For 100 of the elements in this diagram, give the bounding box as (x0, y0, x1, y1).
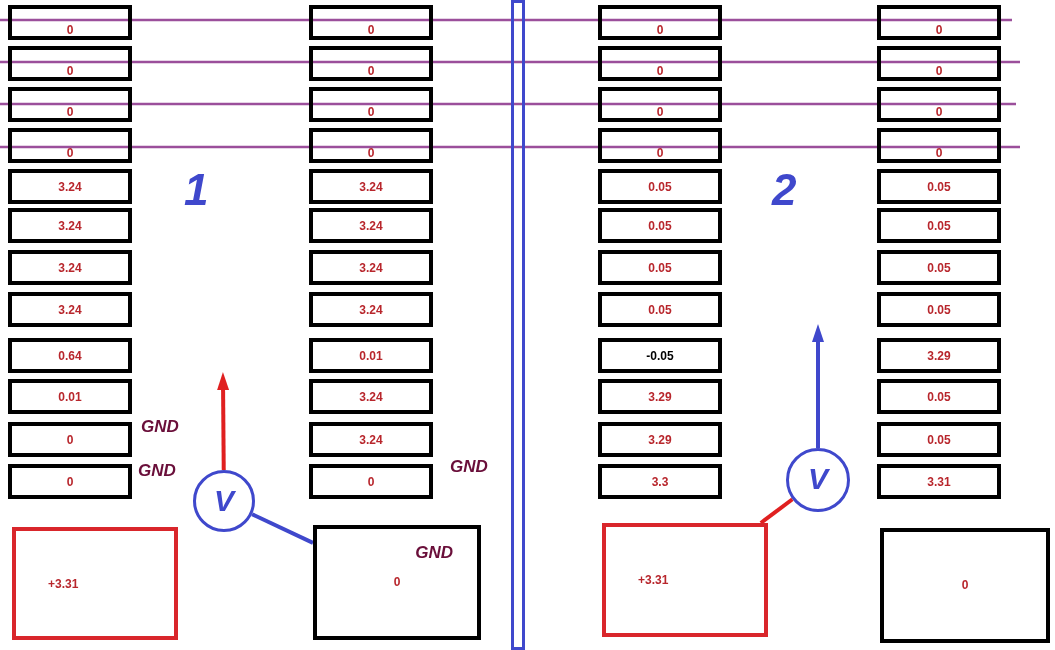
ground-label: GND (415, 543, 453, 563)
voltage-value: 3.24 (57, 303, 83, 317)
voltage-value: 0 (366, 105, 376, 119)
pin-box (8, 422, 132, 457)
pin-box (598, 338, 722, 373)
voltage-value: 3.31 (926, 475, 952, 489)
terminal-box (12, 527, 178, 640)
pin-box (309, 338, 433, 373)
pin-box (598, 46, 722, 81)
voltmeter-symbol: V (213, 484, 237, 518)
voltage-value: 3.24 (358, 433, 384, 447)
pin-box (309, 379, 433, 414)
pin-box (309, 128, 433, 163)
voltage-value: 3.24 (57, 180, 83, 194)
arrow (812, 324, 824, 448)
pin-box (598, 464, 722, 499)
voltmeter-symbol: V (807, 462, 831, 496)
pin-box (8, 46, 132, 81)
voltage-value: 0.05 (647, 180, 673, 194)
terminal-box (880, 528, 1050, 643)
voltage-value: +3.31 (638, 573, 669, 587)
pin-box (8, 169, 132, 204)
ground-label: GND (141, 417, 179, 437)
pin-box (309, 46, 433, 81)
voltage-value: 0 (960, 578, 970, 592)
voltage-value: 0.05 (926, 390, 952, 404)
voltage-value: 0.01 (57, 390, 83, 404)
voltage-value: 0 (392, 575, 402, 589)
pin-box (8, 292, 132, 327)
arrow (217, 372, 230, 470)
voltage-value: 0.05 (926, 261, 952, 275)
divider-bar (511, 0, 525, 650)
terminal-box (602, 523, 768, 637)
pin-box (8, 464, 132, 499)
pin-box (8, 87, 132, 122)
voltage-value: -0.05 (645, 349, 675, 363)
voltage-value: 3.29 (647, 390, 673, 404)
voltage-value: 0 (655, 64, 665, 78)
pin-box (877, 422, 1001, 457)
pin-box (8, 250, 132, 285)
pin-box (877, 5, 1001, 40)
voltage-value: 0 (65, 475, 75, 489)
voltage-value: 0.05 (647, 261, 673, 275)
voltmeter-circle (193, 470, 255, 532)
voltage-value: 0 (934, 146, 944, 160)
pin-box (309, 5, 433, 40)
voltage-value: 3.29 (647, 433, 673, 447)
voltage-value: 0 (65, 64, 75, 78)
voltage-value: +3.31 (48, 577, 79, 591)
pin-box (877, 169, 1001, 204)
probe-wire (759, 497, 794, 525)
voltage-value: 0 (65, 146, 75, 160)
pin-box (598, 250, 722, 285)
pin-box (877, 379, 1001, 414)
pin-box (598, 87, 722, 122)
voltage-value: 3.24 (358, 180, 384, 194)
terminal-box (313, 525, 481, 640)
voltmeter-circle (786, 448, 850, 512)
pin-box (877, 87, 1001, 122)
voltage-value: 0.05 (926, 219, 952, 233)
voltage-value: 0.05 (926, 180, 952, 194)
pin-box (8, 379, 132, 414)
panel-number: 2 (772, 165, 797, 215)
voltage-value: 0.05 (647, 303, 673, 317)
voltage-value: 0 (934, 64, 944, 78)
pin-box (598, 292, 722, 327)
voltage-value: 0 (65, 105, 75, 119)
voltage-value: 0.05 (926, 303, 952, 317)
pin-box (598, 208, 722, 243)
voltage-value: 0 (655, 23, 665, 37)
pin-box (877, 46, 1001, 81)
pin-box (8, 5, 132, 40)
voltage-value: 0.01 (358, 349, 384, 363)
pin-box (598, 128, 722, 163)
pin-box (309, 422, 433, 457)
pin-box (598, 169, 722, 204)
voltage-value: 0.64 (57, 349, 83, 363)
pin-box (309, 292, 433, 327)
pin-box (309, 87, 433, 122)
pin-box (877, 292, 1001, 327)
pin-box (877, 208, 1001, 243)
voltage-value: 3.24 (358, 303, 384, 317)
pin-box (877, 464, 1001, 499)
voltage-value: 0 (65, 23, 75, 37)
voltage-value: 0 (366, 23, 376, 37)
panel-number: 1 (184, 165, 209, 215)
pin-box (309, 169, 433, 204)
pin-box (8, 338, 132, 373)
probe-wire (251, 512, 314, 545)
voltage-value: 3.24 (358, 390, 384, 404)
pin-box (8, 208, 132, 243)
ground-label: GND (450, 457, 488, 477)
voltage-value: 3.24 (57, 261, 83, 275)
voltage-value: 0.05 (926, 433, 952, 447)
voltage-value: 0 (934, 105, 944, 119)
voltage-value: 3.24 (358, 219, 384, 233)
voltage-value: 3.24 (57, 219, 83, 233)
pin-box (309, 208, 433, 243)
voltage-value: 3.3 (650, 475, 670, 489)
voltage-value: 3.24 (358, 261, 384, 275)
